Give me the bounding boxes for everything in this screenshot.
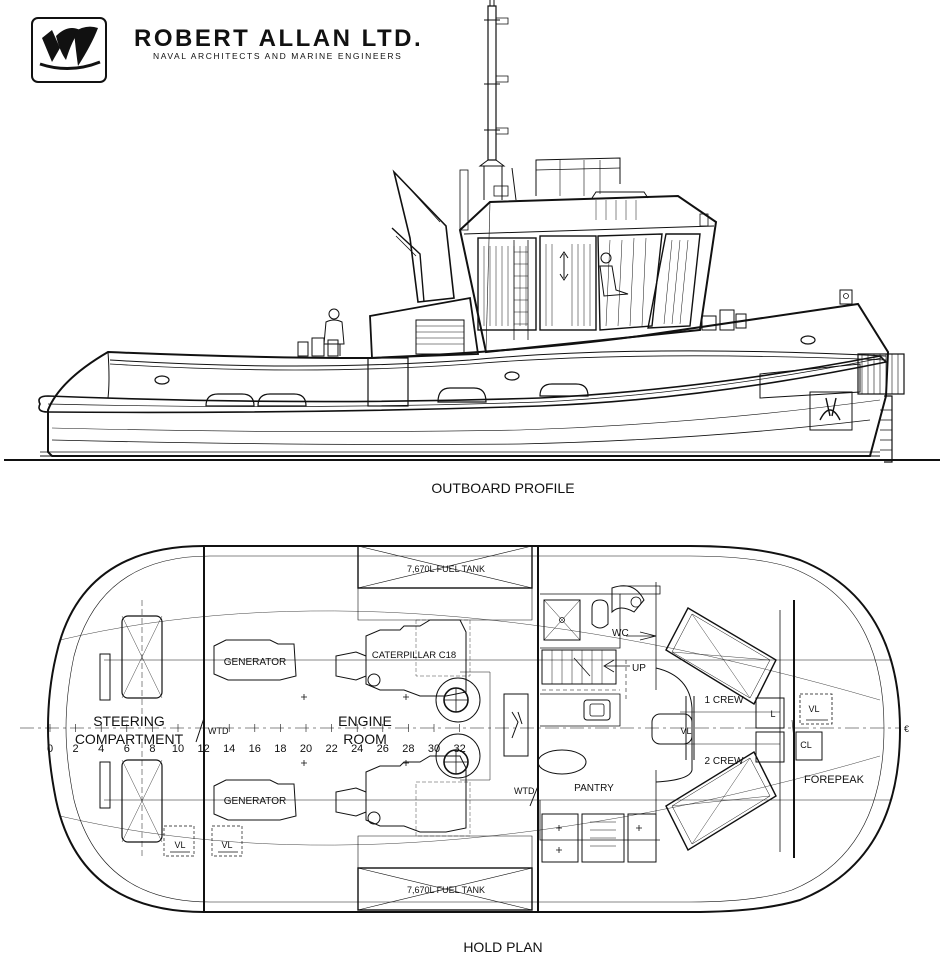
generator-bottom bbox=[213, 779, 297, 821]
main-engine-top bbox=[365, 619, 467, 697]
frame-number-4: 4 bbox=[98, 743, 104, 755]
deckhouse bbox=[369, 296, 480, 359]
frame-number-12: 12 bbox=[197, 743, 209, 755]
company-logo bbox=[31, 17, 107, 83]
frame-number-8: 8 bbox=[149, 743, 155, 755]
outboard-profile bbox=[4, 0, 940, 463]
generator-top bbox=[213, 639, 297, 681]
frame-number-20: 20 bbox=[300, 743, 312, 755]
locker-label: L bbox=[770, 709, 775, 719]
exhaust-stack bbox=[392, 169, 455, 303]
company-tagline: NAVAL ARCHITECTS AND MARINE ENGINEERS bbox=[153, 51, 402, 61]
bunk-lower bbox=[665, 751, 777, 851]
frame-number-22: 22 bbox=[325, 743, 337, 755]
vl-label-forepeak: VL bbox=[808, 704, 819, 714]
frame-number-0: 0 bbox=[47, 743, 53, 755]
frame-number-26: 26 bbox=[377, 743, 389, 755]
vl-label-engine: VL bbox=[221, 840, 232, 850]
cl-label: CL bbox=[800, 740, 812, 750]
steering-compartment-label-1: STEERING bbox=[93, 713, 165, 729]
frame-number-18: 18 bbox=[274, 743, 286, 755]
hold-plan: € bbox=[20, 545, 909, 913]
frame-number-28: 28 bbox=[402, 743, 414, 755]
steering-compartment-label-2: COMPARTMENT bbox=[75, 731, 184, 747]
mast bbox=[478, 0, 517, 201]
fuel-tank-bottom-label: 7,670L FUEL TANK bbox=[407, 885, 485, 895]
outboard-profile-title: OUTBOARD PROFILE bbox=[431, 480, 574, 496]
engine-room-label-1: ENGINE bbox=[338, 713, 392, 729]
svg-text:€: € bbox=[904, 724, 909, 734]
main-engine-label: CATERPILLAR C18 bbox=[372, 650, 456, 661]
frame-number-24: 24 bbox=[351, 743, 363, 755]
frame-number-16: 16 bbox=[249, 743, 261, 755]
hold-plan-title: HOLD PLAN bbox=[463, 939, 542, 955]
frame-number-6: 6 bbox=[124, 743, 130, 755]
frame-number-32: 32 bbox=[453, 743, 465, 755]
pantry-label: PANTRY bbox=[574, 783, 614, 794]
bunk-upper bbox=[665, 607, 777, 705]
wtd-aft-label: WTD bbox=[208, 726, 229, 736]
generator-top-label: GENERATOR bbox=[224, 657, 286, 668]
fuel-tank-top bbox=[357, 545, 533, 589]
generator-bottom-label: GENERATOR bbox=[224, 796, 286, 807]
up-label: UP bbox=[632, 663, 646, 674]
fuel-tank-top-label: 7,670L FUEL TANK bbox=[407, 564, 485, 574]
hull-outline bbox=[47, 302, 890, 457]
frame-number-10: 10 bbox=[172, 743, 184, 755]
vl-label-crew: VL bbox=[680, 726, 691, 736]
wc-label: WC bbox=[612, 628, 629, 639]
wheelhouse bbox=[458, 194, 718, 354]
hull-plan-outline bbox=[46, 545, 902, 913]
frame-number-14: 14 bbox=[223, 743, 235, 755]
frame-number-30: 30 bbox=[428, 743, 440, 755]
crew-2-label: 2 CREW bbox=[705, 756, 744, 767]
company-name: ROBERT ALLAN LTD. bbox=[134, 25, 423, 52]
crew-1-label: 1 CREW bbox=[705, 695, 744, 706]
vl-label-steering: VL bbox=[174, 840, 185, 850]
fender bbox=[38, 355, 888, 414]
fuel-tank-bottom bbox=[357, 867, 533, 911]
crew-figure bbox=[323, 308, 345, 356]
wtd-fwd-label: WTD bbox=[514, 786, 535, 796]
forepeak-label: FOREPEAK bbox=[804, 774, 865, 786]
engine-room-label-2: ROOM bbox=[343, 731, 387, 747]
frame-number-2: 2 bbox=[73, 743, 79, 755]
